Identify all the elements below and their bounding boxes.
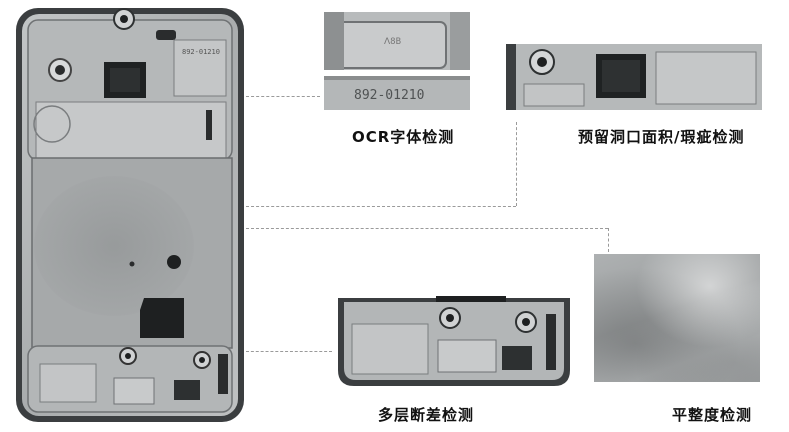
layer-step-zoom-image bbox=[336, 294, 572, 388]
label-ocr-detection: OCR字体检测 bbox=[352, 128, 455, 146]
engraved-code-text: 892-01210 bbox=[182, 48, 220, 56]
leader-line-flatness-vertical bbox=[608, 228, 609, 252]
phone-midframe-image: 892-01210 bbox=[14, 6, 246, 424]
ocr-zoom-bottom-drawing: 892-01210 bbox=[324, 76, 470, 110]
engraved-code-zoom-text: 892-01210 bbox=[354, 88, 424, 103]
label-hole-area-defect-detection: 预留洞口面积/瑕疵检测 bbox=[578, 128, 745, 146]
ocr-zoom-image-bottom: 892-01210 bbox=[324, 76, 470, 110]
phone-midframe-drawing: 892-01210 bbox=[16, 8, 244, 422]
hole-area-zoom-drawing bbox=[506, 44, 762, 110]
leader-line-ocr bbox=[246, 96, 320, 97]
flatness-zoom-image bbox=[594, 254, 760, 382]
ocr-zoom-image-top: ᐱ8B bbox=[324, 12, 470, 70]
leader-line-hole-vertical bbox=[516, 122, 517, 206]
svg-text:ᐱ8B: ᐱ8B bbox=[384, 37, 401, 47]
hole-area-zoom-image bbox=[506, 44, 762, 110]
leader-line-flatness-horizontal bbox=[246, 228, 608, 229]
layer-step-zoom-drawing bbox=[338, 296, 570, 386]
ocr-zoom-top-drawing: ᐱ8B bbox=[324, 12, 470, 70]
label-flatness-detection: 平整度检测 bbox=[672, 406, 753, 424]
leader-line-hole-horizontal bbox=[246, 206, 516, 207]
label-layer-step-detection: 多层断差检测 bbox=[378, 406, 475, 424]
leader-line-layer-step bbox=[246, 351, 332, 352]
